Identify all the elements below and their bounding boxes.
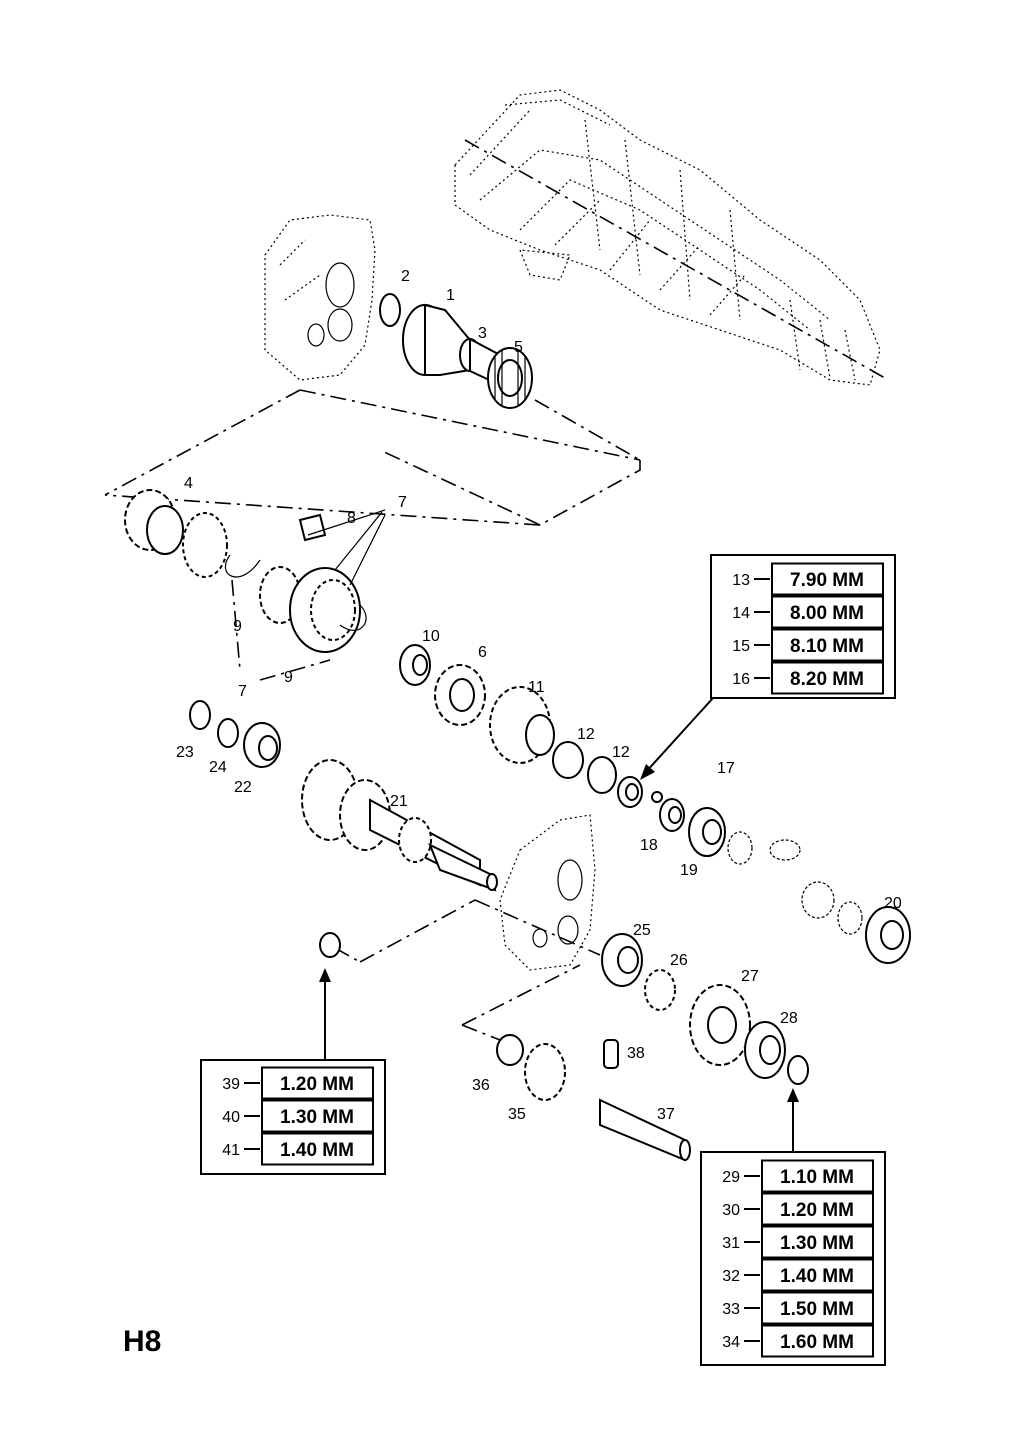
shim-size-cell (261, 1066, 374, 1100)
shim-ref-number: 34 (722, 1334, 740, 1351)
callout-6: 6 (478, 644, 487, 661)
callout-23: 23 (176, 744, 194, 761)
shim-leader-arrows (319, 697, 799, 1152)
bearing-circlips-group (189, 700, 281, 768)
callout-10: 10 (422, 628, 440, 645)
callout-9b: 9 (284, 669, 293, 686)
callout-21: 21 (390, 793, 408, 810)
shim-size-cell (761, 1324, 874, 1358)
shim-ref-number: 33 (722, 1301, 740, 1318)
main-shaft-group (301, 759, 498, 892)
callout-28: 28 (780, 1010, 798, 1027)
shim-size-value: 1.30 MM (780, 1233, 854, 1254)
housing-end-plate-upper (264, 214, 376, 381)
callout-4: 4 (184, 475, 193, 492)
shim-table-a: 13 7.90 MM 14 8.00 MM 15 8.10 MM 16 8.20 MM (710, 554, 896, 699)
page-label: H8 (123, 1325, 161, 1358)
callout-8: 8 (347, 510, 356, 527)
callout-37: 37 (657, 1106, 675, 1123)
shim-ref-number: 32 (722, 1268, 740, 1285)
callout-38: 38 (627, 1045, 645, 1062)
callout-20: 20 (884, 895, 902, 912)
callout-12b: 12 (612, 744, 630, 761)
shim-size-value: 1.30 MM (280, 1107, 354, 1128)
callout-26: 26 (670, 952, 688, 969)
shim-ref-number: 16 (732, 671, 750, 688)
shim-ref-number: 30 (722, 1202, 740, 1219)
shim-size-value: 1.60 MM (780, 1332, 854, 1353)
callout-labels: 1 2 3 5 4 8 7 9 7 9 10 6 11 12 12 17 18 … (176, 268, 902, 1123)
synchronizer-group (124, 489, 386, 681)
shim-ref-number: 41 (222, 1142, 240, 1159)
callout-1: 1 (446, 287, 455, 304)
shim-size-cell (771, 562, 884, 596)
callout-12a: 12 (577, 726, 595, 743)
callout-11: 11 (528, 679, 545, 696)
callout-17: 17 (717, 760, 735, 777)
callout-7a: 7 (398, 494, 407, 511)
shim-size-cell (771, 628, 884, 662)
callout-18: 18 (640, 837, 658, 854)
gear-cluster-group (399, 644, 663, 808)
callout-36: 36 (472, 1077, 490, 1094)
shim-size-value: 1.10 MM (780, 1167, 854, 1188)
callout-24: 24 (209, 759, 227, 776)
shim-size-cell (761, 1159, 874, 1193)
shim-size-cell (761, 1225, 874, 1259)
callout-22: 22 (234, 779, 252, 796)
shim-size-value: 1.40 MM (780, 1266, 854, 1287)
callout-19: 19 (680, 862, 698, 879)
shim-size-value: 8.00 MM (790, 603, 864, 624)
shim-size-cell (761, 1258, 874, 1292)
shim-ref-number: 40 (222, 1109, 240, 1126)
shim-size-cell (771, 595, 884, 629)
callout-5: 5 (514, 339, 523, 356)
shim-ref-number: 39 (222, 1076, 240, 1093)
shim-size-cell (261, 1099, 374, 1133)
shim-ref-number: 15 (732, 638, 750, 655)
layshaft-group (319, 932, 809, 1162)
shim-size-cell (771, 661, 884, 695)
shim-size-value: 8.10 MM (790, 636, 864, 657)
callout-2: 2 (401, 268, 410, 285)
shim-size-value: 1.20 MM (280, 1074, 354, 1095)
shim-table-c: 29 1.10 MM 30 1.20 MM 31 1.30 MM 32 1.40 MM 33 1.… (700, 1151, 886, 1366)
shim-size-cell (761, 1291, 874, 1325)
housing-end-plate-lower (334, 814, 601, 1041)
callout-35: 35 (508, 1106, 526, 1123)
shim-size-value: 1.20 MM (780, 1200, 854, 1221)
callout-25: 25 (633, 922, 651, 939)
shim-table-b: 39 1.20 MM 40 1.30 MM 41 1.40 MM (200, 1059, 386, 1175)
bearing-group-right (659, 798, 911, 964)
shim-size-value: 7.90 MM (790, 570, 864, 591)
shim-size-value: 8.20 MM (790, 669, 864, 690)
shim-size-value: 1.50 MM (780, 1299, 854, 1320)
shim-size-cell (261, 1132, 374, 1166)
assembly-guide-lines (104, 389, 641, 526)
shim-ref-number: 31 (722, 1235, 740, 1252)
callout-27: 27 (741, 968, 759, 985)
callout-3: 3 (478, 325, 487, 342)
input-shaft-group (379, 293, 641, 461)
shim-size-cell (761, 1192, 874, 1226)
gearbox-housing-illustration (454, 89, 886, 386)
shim-ref-number: 14 (732, 605, 750, 622)
shim-ref-number: 13 (732, 572, 750, 589)
shim-size-value: 1.40 MM (280, 1140, 354, 1161)
callout-9a: 9 (233, 618, 242, 635)
callout-7b: 7 (238, 683, 247, 700)
shim-ref-number: 29 (722, 1169, 740, 1186)
